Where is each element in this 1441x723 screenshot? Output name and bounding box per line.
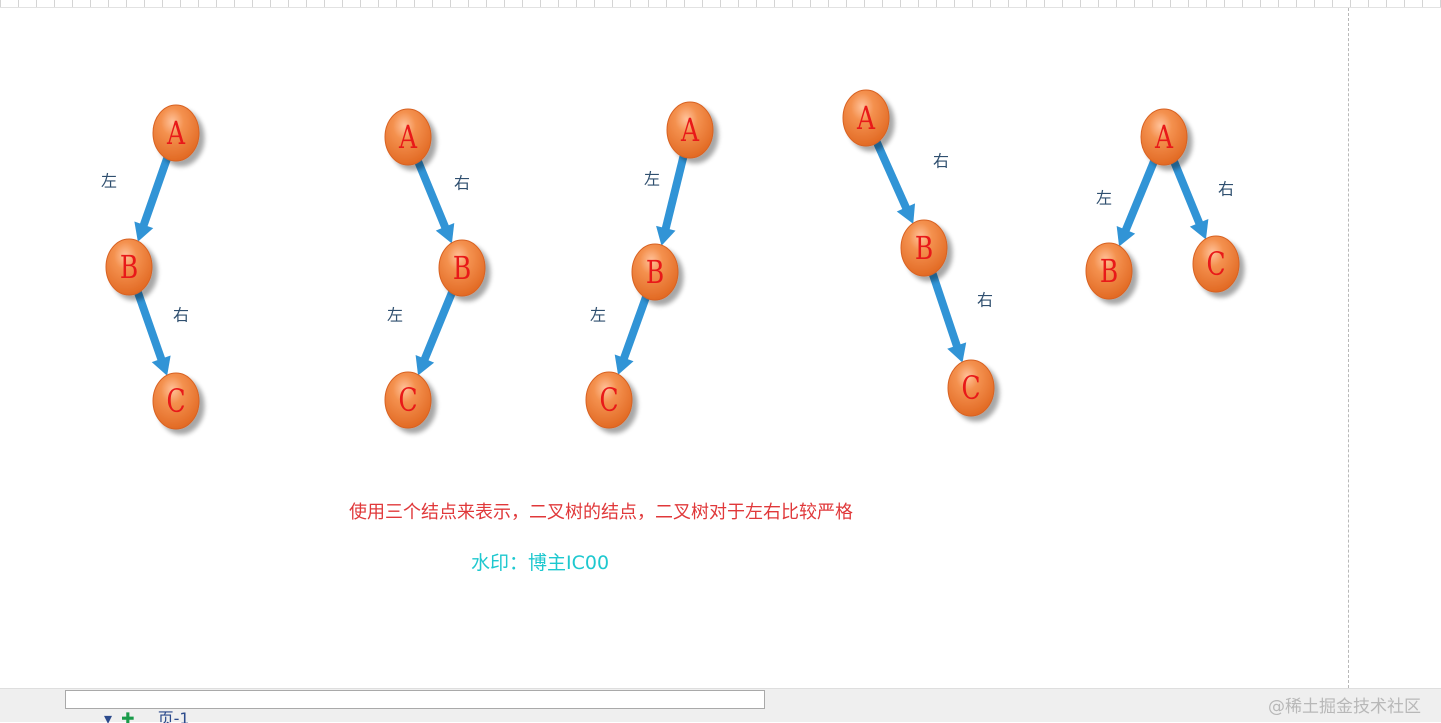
page-tabs: ▾ ✚ 页-1: [104, 711, 190, 723]
node-label: A: [398, 118, 417, 156]
tree-2: 右左 A B C: [384, 108, 486, 429]
edge-a-b: [139, 156, 172, 228]
tree-1: 左右 A B C: [101, 104, 200, 430]
site-watermark: @稀土掘金技术社区: [1268, 697, 1421, 717]
dropdown-icon[interactable]: ▾: [104, 711, 113, 723]
node-label: B: [1100, 252, 1118, 290]
node-circle: [900, 219, 948, 277]
edge-label: 右: [1218, 180, 1234, 199]
arrowhead-icon: [1116, 226, 1136, 247]
node-circle: [384, 108, 432, 166]
node-label: C: [1206, 245, 1225, 283]
node-c: C: [585, 371, 633, 429]
node-circle: [842, 89, 890, 147]
page-tab[interactable]: 页-1: [157, 711, 190, 723]
node-label: C: [398, 381, 417, 419]
node-c: C: [1192, 235, 1240, 293]
status-bar: ▾ ✚ 页-1: [0, 688, 1441, 723]
arrowhead-icon: [151, 355, 171, 376]
node-a: A: [1140, 108, 1188, 166]
node-circle: [438, 239, 486, 297]
node-label: B: [915, 229, 933, 267]
node-circle: [384, 371, 432, 429]
node-b: B: [105, 238, 153, 296]
node-circle: [152, 372, 200, 430]
node-label: B: [646, 253, 664, 291]
edge-a-b: [414, 159, 450, 231]
arrowhead-icon: [134, 221, 154, 242]
arrowhead-icon: [1189, 218, 1209, 240]
arrowhead-icon: [947, 342, 967, 363]
node-label: C: [599, 381, 618, 419]
node-label: C: [961, 369, 980, 407]
edge-a-b: [1121, 159, 1158, 234]
edge-label: 右: [977, 291, 993, 310]
node-circle: [631, 243, 679, 301]
arrowhead-icon: [656, 225, 676, 246]
node-circle: [666, 101, 714, 159]
node-label: A: [680, 111, 699, 149]
node-a: A: [152, 104, 200, 162]
edge-b-c: [420, 290, 456, 363]
tree-5: 左 右 A B C: [1085, 108, 1240, 300]
node-b: B: [438, 239, 486, 297]
arrowhead-icon: [614, 354, 634, 375]
node-b: B: [1085, 242, 1133, 300]
edge-label: 左: [1096, 189, 1112, 208]
node-label: A: [1154, 118, 1173, 156]
top-ruler: [0, 0, 1441, 8]
node-c: C: [152, 372, 200, 430]
edge-a-c: [1170, 159, 1204, 227]
node-label: B: [120, 248, 138, 286]
node-circle: [1140, 108, 1188, 166]
edge-label: 右: [454, 174, 470, 193]
page-boundary-line: [1348, 8, 1349, 688]
node-circle: [152, 104, 200, 162]
node-label: A: [856, 99, 875, 137]
node-circle: [585, 371, 633, 429]
node-label: A: [166, 114, 185, 152]
node-a: A: [384, 108, 432, 166]
node-label: C: [166, 382, 185, 420]
arrowhead-icon: [415, 354, 435, 376]
edge-b-c: [133, 290, 166, 362]
edge-a-b: [661, 154, 688, 232]
edge-label: 右: [173, 306, 189, 325]
edge-a-b: [872, 139, 911, 211]
edge-label: 右: [933, 152, 949, 171]
node-label: B: [453, 249, 471, 287]
arrowhead-icon: [435, 223, 455, 244]
edge-b-c: [619, 295, 651, 362]
diagram-caption: 使用三个结点来表示，二叉树的结点，二叉树对于左右比较严格: [349, 502, 853, 523]
node-c: C: [947, 359, 995, 417]
node-circle: [1192, 235, 1240, 293]
add-page-icon[interactable]: ✚: [121, 711, 135, 723]
arrowhead-icon: [896, 203, 916, 224]
edge-label: 左: [101, 172, 117, 191]
edge-label: 左: [387, 306, 403, 325]
node-b: B: [631, 243, 679, 301]
node-b: B: [900, 219, 948, 277]
node-circle: [947, 359, 995, 417]
edge-label: 左: [644, 170, 660, 189]
node-c: C: [384, 371, 432, 429]
node-a: A: [842, 89, 890, 147]
edge-label: 左: [590, 306, 606, 325]
node-a: A: [666, 101, 714, 159]
watermark-text: 水印：博主IC00: [471, 552, 610, 574]
node-circle: [105, 238, 153, 296]
edge-b-c: [928, 271, 962, 349]
node-circle: [1085, 242, 1133, 300]
horizontal-scrollbar[interactable]: [65, 690, 765, 709]
